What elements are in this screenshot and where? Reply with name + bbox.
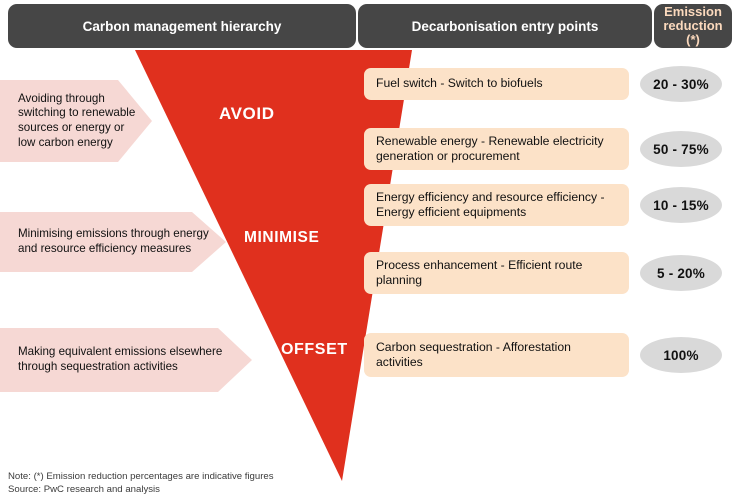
footer-source: Source: PwC research and analysis <box>8 484 160 495</box>
entry-point-box[interactable]: Fuel switch - Switch to biofuels <box>364 68 629 100</box>
header-carbon-management-hierarchy: Carbon management hierarchy <box>8 4 356 48</box>
emission-reduction-badge: 20 - 30% <box>640 66 722 102</box>
emission-reduction-badge: 50 - 75% <box>640 131 722 167</box>
entry-point-box[interactable]: Renewable energy - Renewable electricity… <box>364 128 629 170</box>
emission-reduction-value: 10 - 15% <box>653 197 709 213</box>
entry-point-text: Fuel switch - Switch to biofuels <box>376 76 543 91</box>
entry-point-box[interactable]: Process enhancement - Efficient route pl… <box>364 252 629 294</box>
entry-point-text: Energy efficiency and resource efficienc… <box>376 189 605 220</box>
entry-point-text: Renewable energy - Renewable electricity… <box>376 133 604 164</box>
funnel-level-avoid: AVOID <box>219 104 275 123</box>
callout-offset: Making equivalent emissions elsewhere th… <box>0 328 252 392</box>
funnel-level-offset: OFFSET <box>281 341 348 358</box>
footer-notes: Note: (*) Emission reduction percentages… <box>8 470 274 496</box>
header-left-label: Carbon management hierarchy <box>82 18 282 34</box>
entry-point-box[interactable]: Energy efficiency and resource efficienc… <box>364 184 629 226</box>
entry-point-text: Carbon sequestration - Afforestation act… <box>376 339 571 370</box>
header-right-label-line3: (*) <box>686 32 700 47</box>
header-middle-label: Decarbonisation entry points <box>411 18 599 34</box>
emission-reduction-badge: 100% <box>640 337 722 373</box>
callout-avoid: Avoiding through switching to renewable … <box>0 80 152 162</box>
funnel-level-minimise: MINIMISE <box>244 229 320 246</box>
emission-reduction-value: 50 - 75% <box>653 141 709 157</box>
header-emission-reduction: Emission reduction (*) <box>654 4 732 48</box>
emission-reduction-value: 100% <box>663 347 699 363</box>
footer-note: Note: (*) Emission reduction percentages… <box>8 471 274 482</box>
callout-minimise-text: Minimising emissions through energy and … <box>18 227 209 255</box>
entry-point-text: Process enhancement - Efficient route pl… <box>376 257 583 288</box>
callout-offset-text: Making equivalent emissions elsewhere th… <box>18 345 223 373</box>
header-decarbonisation-entry-points: Decarbonisation entry points <box>358 4 652 48</box>
header-right-label-line2: reduction <box>663 18 723 33</box>
callout-minimise: Minimising emissions through energy and … <box>0 212 226 272</box>
entry-point-box[interactable]: Carbon sequestration - Afforestation act… <box>364 333 629 377</box>
emission-reduction-value: 5 - 20% <box>657 265 705 281</box>
emission-reduction-badge: 10 - 15% <box>640 187 722 223</box>
emission-reduction-value: 20 - 30% <box>653 76 709 92</box>
callout-avoid-text: Avoiding through switching to renewable … <box>18 91 136 149</box>
emission-reduction-badge: 5 - 20% <box>640 255 722 291</box>
header-right-label-line1: Emission <box>664 4 722 19</box>
